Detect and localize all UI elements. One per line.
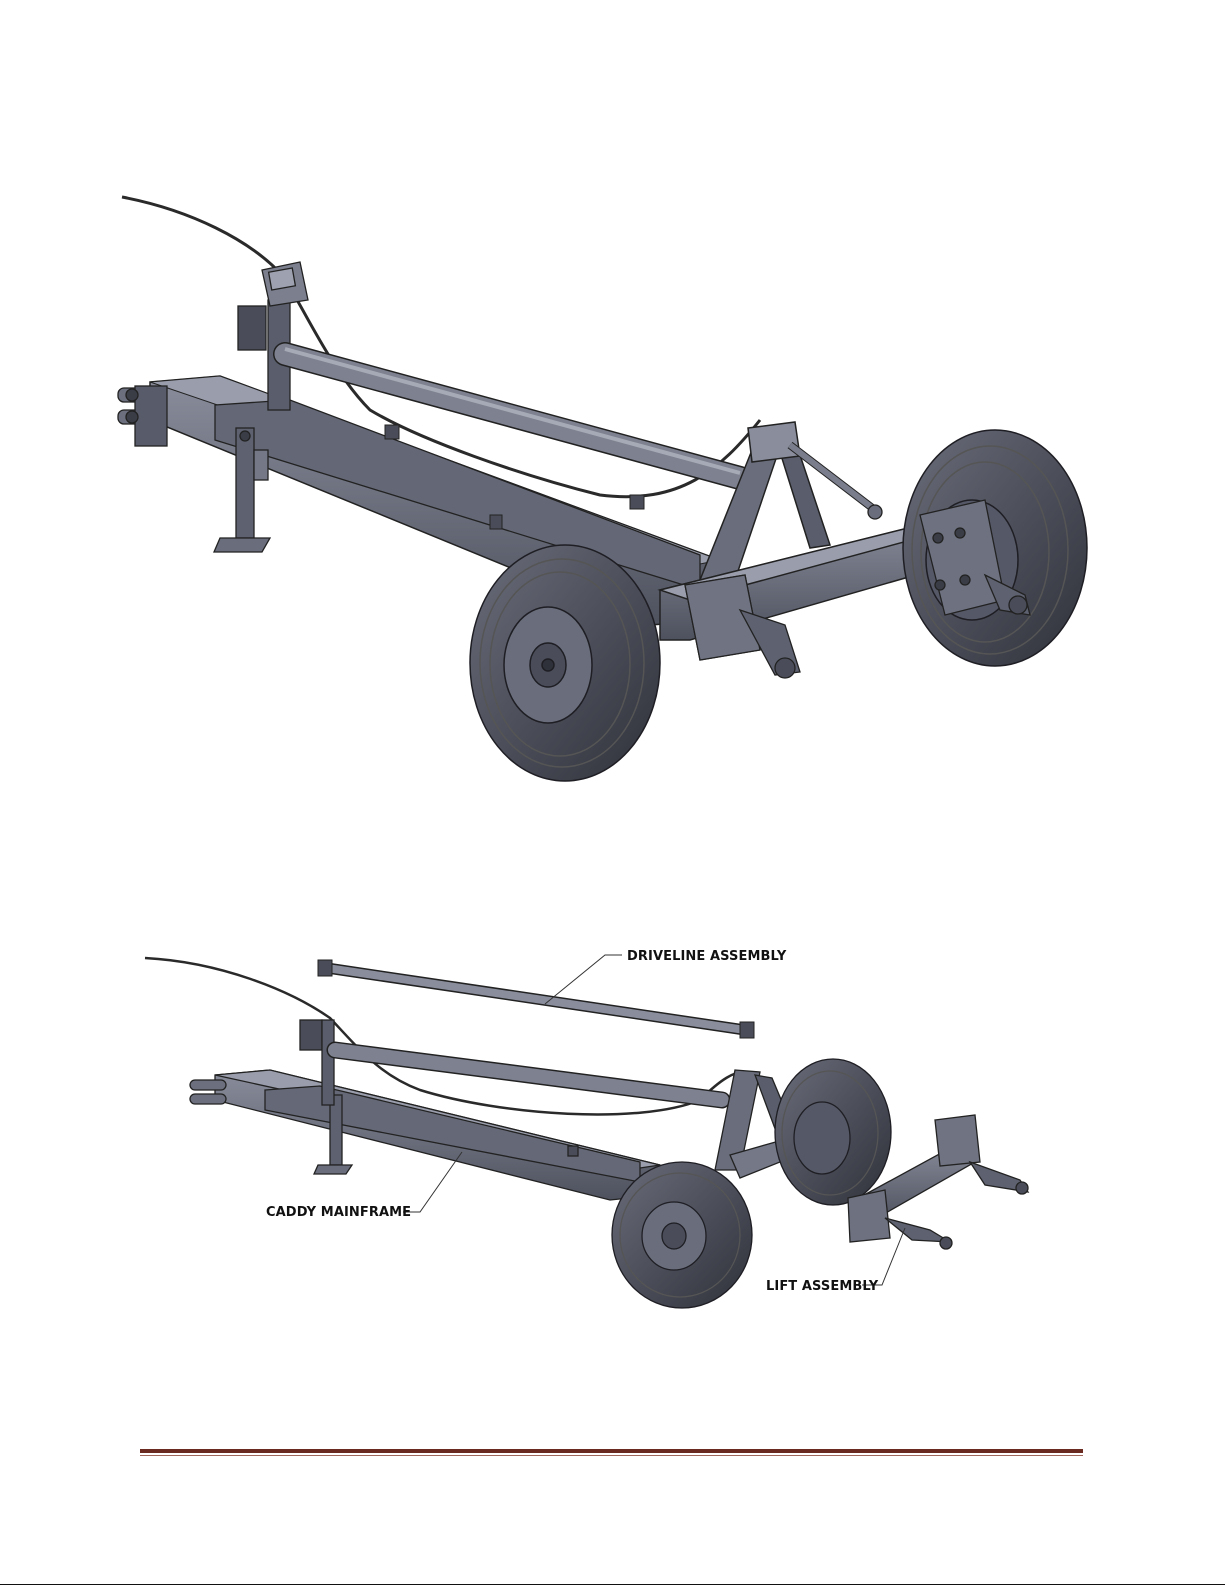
hitch-clevis [118, 386, 167, 446]
driveline-assembly [318, 960, 754, 1038]
caddy-mainframe [190, 1020, 660, 1200]
footer-rule [140, 1449, 1083, 1453]
side-frame-beam [215, 400, 700, 590]
lift-assembly-label: LIFT ASSEMBLY [766, 1279, 879, 1294]
caddy-mainframe-label: CADDY MAINFRAME [266, 1205, 411, 1220]
front-wheel [612, 1162, 752, 1308]
footer-rule-thin [140, 1455, 1083, 1456]
mainframe-leader [403, 1152, 462, 1212]
driveline-assembly-label: DRIVELINE ASSEMBLY [627, 949, 787, 964]
rear-wheel [775, 1059, 891, 1205]
front-wheel [470, 545, 660, 781]
exploded-caddy-figure: DRIVELINE ASSEMBLY CADDY MAINFRAME LIFT … [0, 900, 1225, 1340]
exploded-caddy-drawing: DRIVELINE ASSEMBLY CADDY MAINFRAME LIFT … [0, 900, 1225, 1340]
assembled-caddy-figure [0, 0, 1225, 830]
frame-top-tube [335, 1050, 722, 1100]
assembled-caddy-drawing [0, 0, 1225, 830]
